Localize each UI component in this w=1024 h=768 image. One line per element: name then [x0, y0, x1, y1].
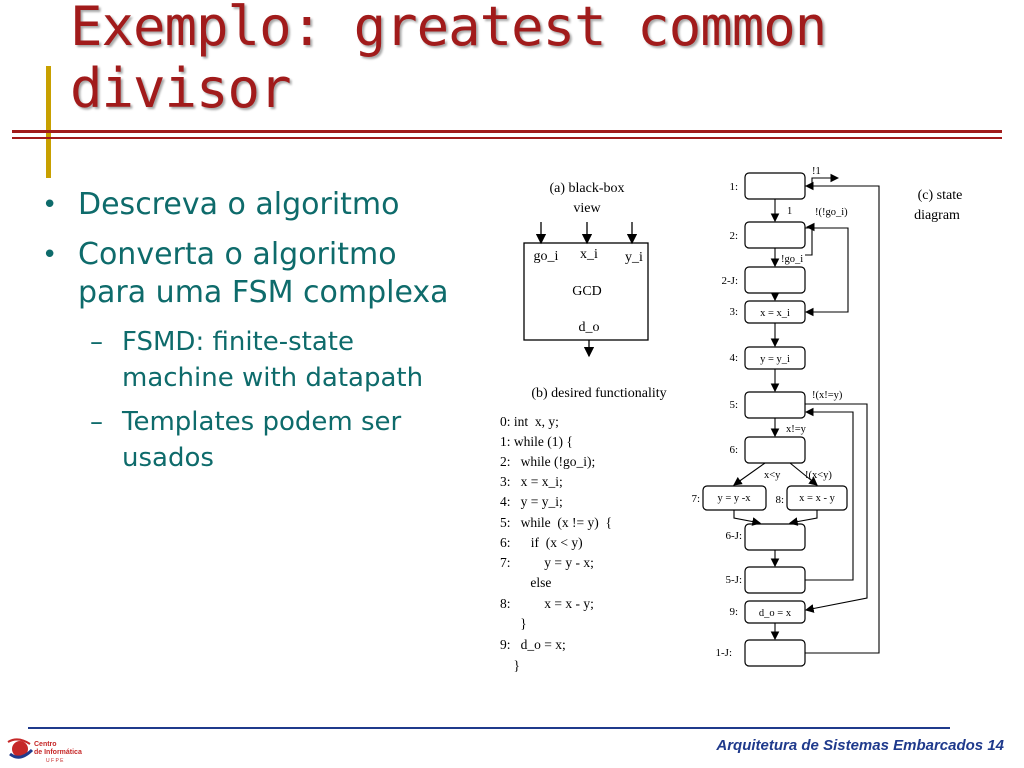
state-label: 1:: [729, 181, 738, 193]
state-text-3: x = x_i: [760, 308, 790, 319]
code-line: 1: while (1) {: [500, 434, 573, 449]
state-label: 6:: [729, 444, 738, 456]
edge-label-notnotgo: !(!go_i): [815, 207, 848, 218]
blackbox-name: GCD: [572, 284, 602, 299]
edge-label-one: 1: [787, 206, 792, 217]
edge-1-self: [805, 173, 840, 187]
edge-label-notxlty: !(x<y): [805, 470, 832, 481]
state-2: [744, 221, 806, 249]
state-label: 9:: [729, 606, 738, 618]
slide-title: Exemplo: greatest common divisor: [70, 0, 827, 120]
edge-label-notgo: !go_i: [781, 254, 803, 265]
blackbox-in-x: x_i: [580, 247, 598, 262]
code-line: 0: int x, y;: [500, 414, 559, 429]
state-label: 2-J:: [722, 275, 739, 287]
state-label: 3:: [729, 306, 738, 318]
code-line: 9: d_o = x;: [500, 637, 566, 652]
code-line: 5: while (x != y) {: [500, 515, 612, 530]
state-5j: [744, 566, 806, 594]
logo-text-3: U F P E: [46, 758, 64, 764]
code-line: 2: while (!go_i);: [500, 454, 595, 469]
code-line: 3: x = x_i;: [500, 474, 563, 489]
logo-text-1: Centro: [34, 741, 57, 748]
state-1j: [744, 639, 806, 667]
edge-7-6j: [733, 510, 762, 526]
title-line-1: Exemplo: greatest common: [70, 0, 827, 58]
code-line: }: [500, 658, 520, 673]
state-text-9: d_o = x: [759, 608, 792, 619]
edge-8-6j: [788, 510, 818, 526]
state-1: [744, 172, 806, 200]
footer-text: Arquitetura de Sistemas Embarcados 14: [716, 737, 1004, 754]
gcd-diagram: (a) black-box view go_i x_i y_i GCD d_o …: [500, 166, 963, 673]
state-label: 5:: [729, 399, 738, 411]
title-rule-top: [12, 130, 1002, 133]
blackbox-in-go: go_i: [534, 249, 559, 264]
edge-labels: !1 1 !(!go_i) !go_i !(x!=y) x!=y x<y !(x…: [764, 166, 848, 481]
edge-label-not1: !1: [812, 166, 821, 177]
state-label: 8:: [775, 494, 784, 506]
edge-5-9: [804, 403, 868, 613]
edge-5j-5: [804, 407, 854, 581]
bullet-item: Converta o algoritmo para uma FSM comple…: [40, 236, 460, 312]
code-line: 4: y = y_i;: [500, 494, 563, 509]
state-label: 4:: [729, 352, 738, 364]
state-text-8: x = x - y: [799, 493, 835, 504]
state-box-texts: x = x_i y = y_i y = y -x x = x - y d_o =…: [717, 308, 835, 619]
state-label: 1-J:: [716, 647, 733, 659]
state-label: 6-J:: [726, 530, 743, 542]
state-label: 5-J:: [726, 574, 743, 586]
blackbox-caption-2: view: [573, 201, 601, 216]
logo-text-2: de Informática: [34, 749, 82, 756]
title-rule-bottom: [12, 137, 1002, 139]
edge-label-xney: x!=y: [786, 424, 807, 435]
state-transitions: [733, 173, 880, 654]
state-2j: [744, 266, 806, 294]
state-text-7: y = y -x: [717, 493, 751, 504]
bullet-list: Descreva o algoritmo Converta o algoritm…: [40, 186, 460, 484]
state-caption-2: diagram: [914, 208, 960, 223]
edge-2-loop: [805, 222, 815, 256]
gcd-box: [523, 242, 649, 341]
edge-label-xlty: x<y: [764, 470, 781, 481]
blackbox-caption-1: (a) black-box: [549, 181, 624, 196]
edge-6-8: [789, 462, 818, 486]
state-6: [744, 436, 806, 464]
state-6j: [744, 523, 806, 551]
edge-1j-1: [804, 181, 880, 654]
code-line: else: [500, 575, 551, 590]
logo-mark: [7, 738, 34, 759]
state-text-4: y = y_i: [760, 354, 790, 365]
blackbox-in-y: y_i: [625, 250, 643, 265]
state-caption-1: (c) state: [918, 188, 963, 203]
code-listing: 0: int x, y; 1: while (1) { 2: while (!g…: [500, 414, 612, 673]
sub-bullet-item: Templates podem ser usados: [40, 404, 460, 476]
bullet-item: Descreva o algoritmo: [40, 186, 460, 224]
state-5: [744, 391, 806, 419]
code-line: 7: y = y - x;: [500, 555, 594, 570]
state-label: 7:: [691, 493, 700, 505]
edge-label-notxney: !(x!=y): [812, 390, 843, 401]
blackbox-out: d_o: [579, 320, 600, 335]
centro-de-informatica-logo: Centro de Informática U F P E: [7, 738, 82, 764]
code-line: 8: x = x - y;: [500, 596, 594, 611]
state-label: 2:: [729, 230, 738, 242]
state-labels: 1: 2: 2-J: 3: 4: 5: 6: 7: 8: 6-J: 5-J: 9…: [691, 181, 784, 659]
functionality-caption: (b) desired functionality: [531, 386, 666, 401]
footer-rule: [28, 727, 950, 729]
title-accent-bar: [46, 66, 51, 178]
code-line: }: [500, 616, 527, 631]
edge-6-7: [733, 462, 766, 486]
title-line-2: divisor: [70, 57, 292, 120]
edge-2-3: [804, 227, 849, 317]
sub-bullet-item: FSMD: finite-state machine with datapath: [40, 324, 460, 396]
code-line: 6: if (x < y): [500, 535, 583, 550]
